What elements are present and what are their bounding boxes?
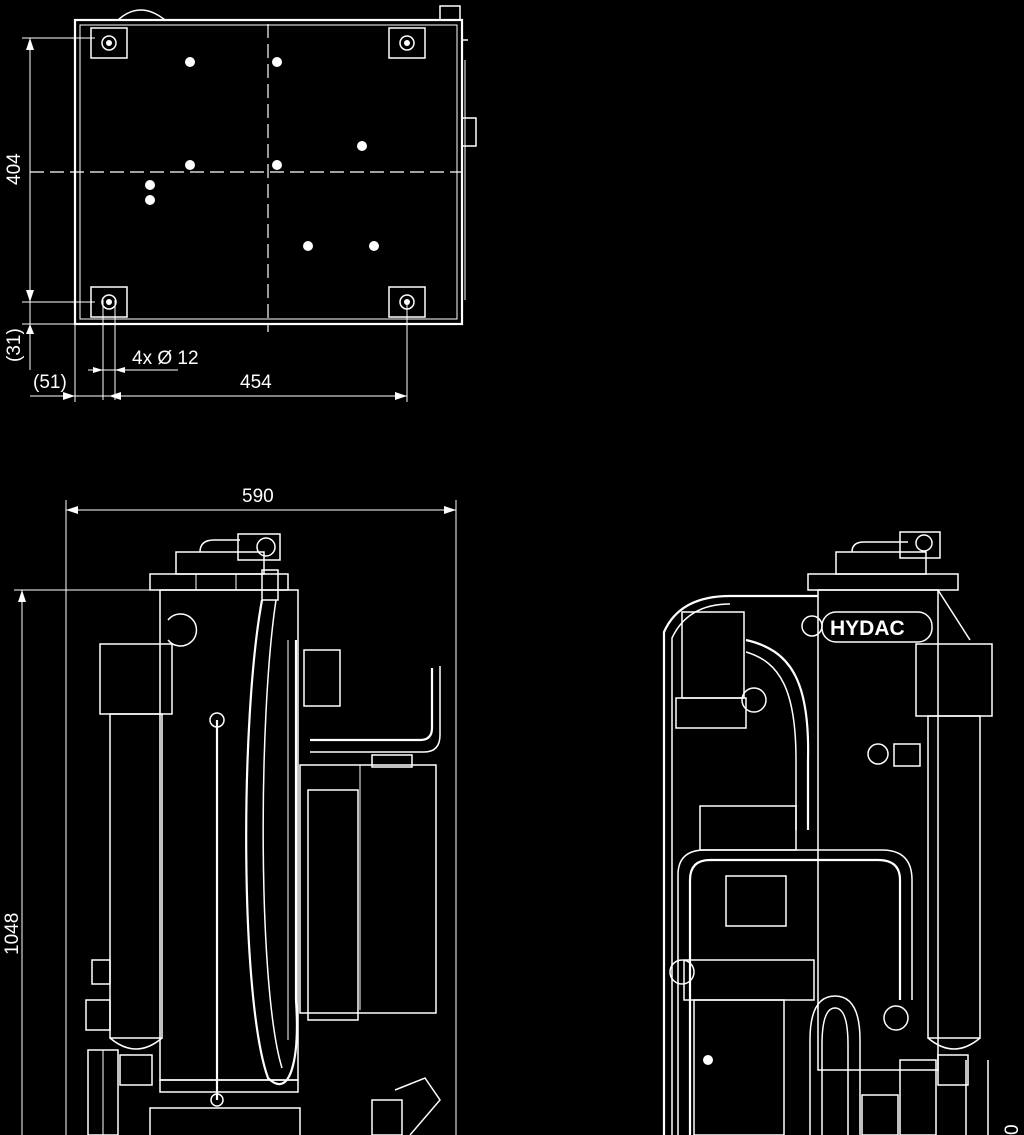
dim-label-404: 404 bbox=[4, 153, 25, 185]
dim-label-51: (51) bbox=[33, 372, 67, 393]
mounting-pad-top-left bbox=[90, 27, 128, 59]
side-canister-body bbox=[109, 713, 163, 1039]
mounting-pad-bottom-left bbox=[90, 286, 128, 318]
side-canister-cap bbox=[99, 643, 173, 715]
dim-label-holes: 4x Ø 12 bbox=[132, 348, 199, 369]
front-frame bbox=[662, 594, 818, 1135]
top-bolt-holes bbox=[145, 57, 379, 251]
front-pump bbox=[699, 805, 797, 851]
front-canister-body bbox=[927, 715, 981, 1039]
side-head-plate bbox=[149, 573, 289, 591]
top-view: 404 (31) 4x Ø 12 (51) 454 bbox=[4, 5, 477, 402]
edge-mark: 0 bbox=[1002, 1124, 1023, 1135]
front-head-plate bbox=[807, 573, 959, 591]
side-hose bbox=[245, 599, 298, 1086]
front-filter-housing bbox=[817, 589, 939, 1071]
front-pump-body bbox=[693, 999, 785, 1135]
top-wheel-outline bbox=[117, 9, 166, 21]
dim-label-31: (31) bbox=[4, 328, 25, 362]
front-canister-cap bbox=[915, 643, 993, 717]
dim-label-1048: 1048 bbox=[2, 913, 23, 955]
side-motor-box bbox=[303, 649, 341, 707]
front-view: HYDAC bbox=[662, 531, 1023, 1135]
dim-label-590: 590 bbox=[242, 486, 274, 507]
dim-label-454: 454 bbox=[240, 372, 272, 393]
side-view: 590 1048 bbox=[2, 486, 457, 1135]
front-pipe bbox=[688, 858, 902, 1135]
front-motor bbox=[681, 611, 745, 699]
side-filter-housing bbox=[159, 589, 299, 1081]
top-fitting bbox=[439, 5, 461, 21]
side-valve bbox=[237, 533, 281, 561]
brand-logo: HYDAC bbox=[830, 617, 905, 640]
side-base bbox=[159, 1079, 299, 1093]
mounting-pad-top-right bbox=[388, 27, 426, 59]
side-pump-unit bbox=[299, 764, 437, 1014]
top-right-fitting bbox=[461, 117, 477, 147]
side-handle bbox=[310, 668, 434, 742]
front-hose bbox=[745, 638, 810, 830]
